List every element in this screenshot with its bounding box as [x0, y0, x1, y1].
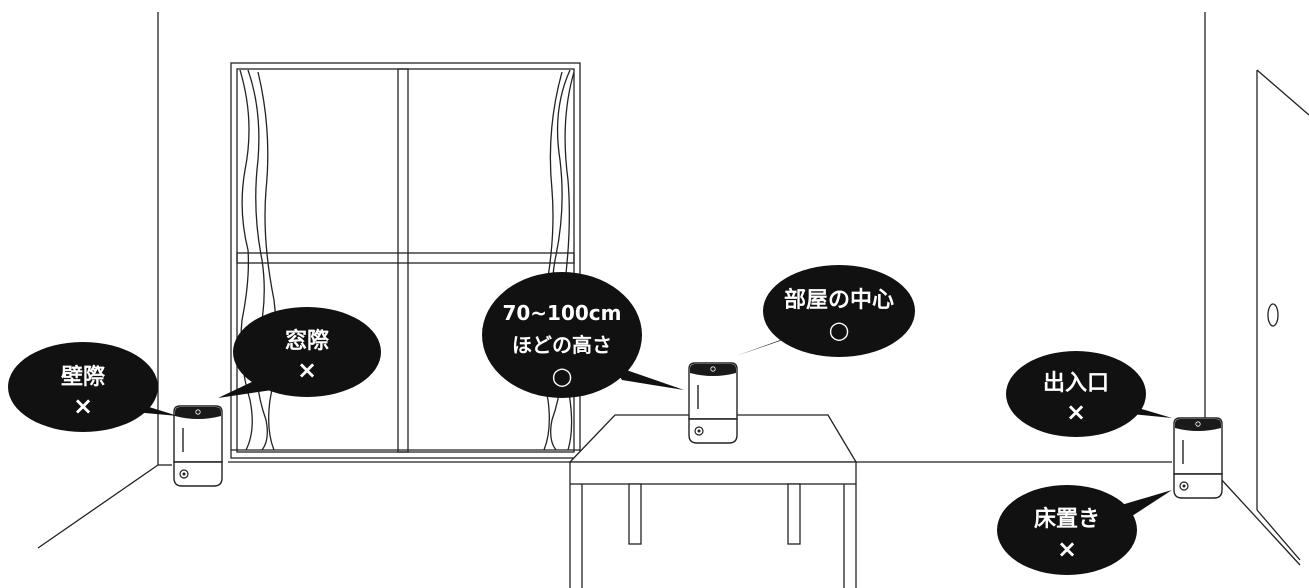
callout-floor-placement-label: 床置き: [1034, 506, 1100, 532]
humidifier-icon: [688, 362, 738, 444]
table-icon: [568, 414, 858, 588]
callout-window-edge-label: 窓際: [285, 328, 330, 354]
right-floor-edge: [1219, 477, 1301, 566]
humidifier-icon: [173, 405, 223, 487]
callout-wall-edge-label: 壁際: [61, 364, 106, 390]
left-floor-edge: [37, 464, 159, 549]
door-knob: [1267, 303, 1279, 327]
callout-height-label: 70~100cm: [502, 301, 621, 325]
callout-room-center-label: 部屋の中心: [784, 287, 894, 313]
callout-room-center: 部屋の中心 ○: [736, 265, 915, 357]
callout-height-sublabel: ほどの高さ: [512, 333, 612, 357]
door-icon: [1256, 69, 1309, 561]
room-walls: [37, 12, 1301, 566]
callout-height: 70~100cm ほどの高さ ○: [482, 272, 684, 398]
callout-entrance-mark: ×: [1066, 398, 1086, 426]
callout-wall-edge: 壁際 ×: [8, 342, 178, 432]
callout-entrance: 出入口 ×: [1006, 351, 1172, 437]
callout-floor-placement: 床置き ×: [997, 485, 1172, 575]
window-with-curtains-icon: [230, 62, 581, 459]
callout-wall-edge-mark: ×: [73, 392, 93, 420]
callout-window-edge: 窓際 ×: [218, 307, 381, 398]
callout-floor-placement-mark: ×: [1057, 535, 1077, 563]
humidifier-icon: [1173, 417, 1223, 499]
callout-window-edge-mark: ×: [297, 356, 317, 384]
callout-entrance-label: 出入口: [1043, 371, 1109, 396]
callout-height-mark: ○: [552, 362, 573, 390]
callout-room-center-mark: ○: [829, 316, 850, 344]
